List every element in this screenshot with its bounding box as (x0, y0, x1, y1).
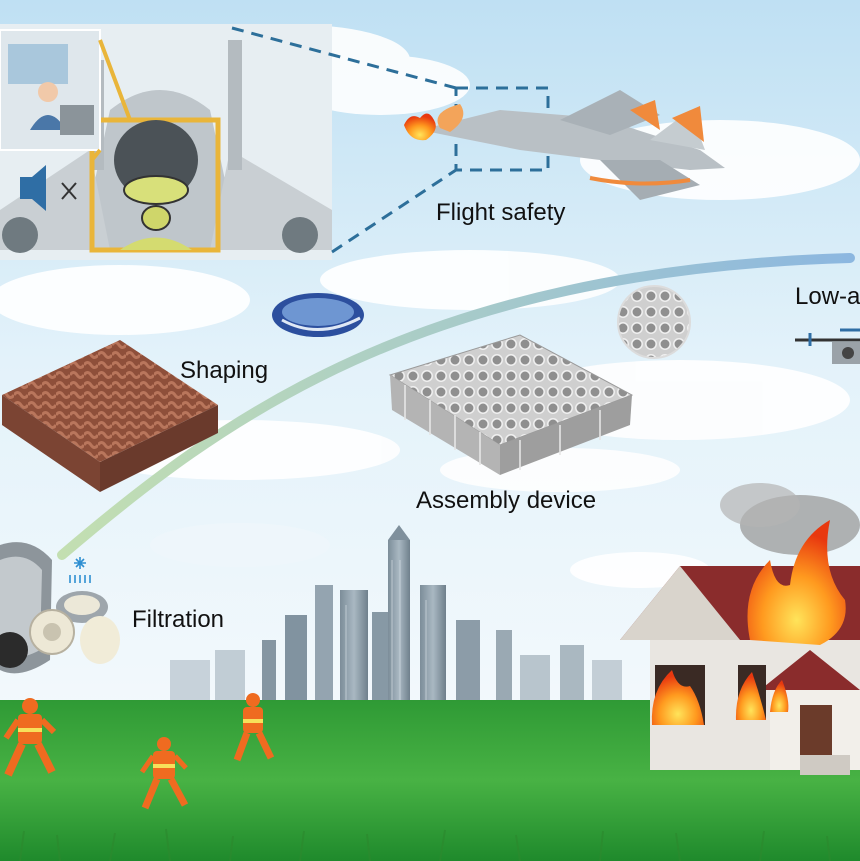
jet-fire (404, 113, 436, 141)
firefighter (233, 693, 275, 762)
snowflake-airflow-icon (69, 557, 91, 583)
city-skyline (170, 525, 622, 700)
progress-arrow (57, 253, 855, 560)
burning-house (620, 483, 860, 775)
label-low-altitude: Low-a (795, 283, 860, 310)
speaker-muted-icon (20, 165, 77, 211)
honeycomb-block-material (388, 334, 634, 475)
grass-blades (19, 828, 831, 861)
firefighter (139, 737, 189, 810)
drone (795, 328, 860, 364)
label-filtration: Filtration (132, 606, 225, 633)
house-flames (651, 520, 846, 725)
cockpit-callout (0, 24, 332, 260)
fiber-sheet-material (272, 293, 364, 337)
firefighter (3, 698, 57, 777)
label-shaping: Shaping (180, 357, 269, 384)
label-assembly-device: Assembly device (416, 487, 597, 514)
woven-fabric-material (2, 340, 218, 492)
fighter-jet (404, 90, 725, 200)
respirator-mask (0, 542, 120, 674)
honeycomb-sphere-material (617, 285, 691, 359)
label-flight-safety: Flight safety (436, 199, 566, 226)
